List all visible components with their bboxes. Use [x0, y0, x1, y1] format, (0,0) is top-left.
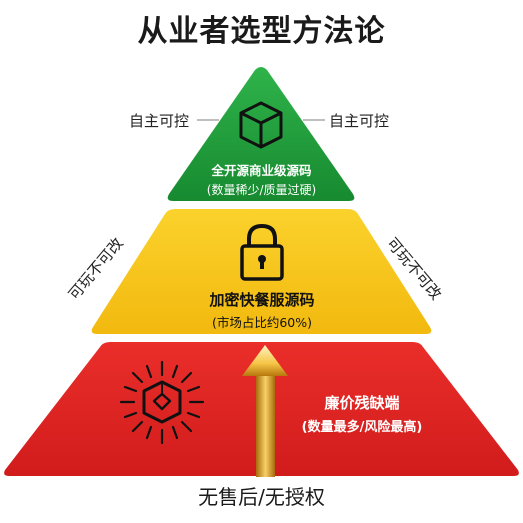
broken-cube-icon: [119, 360, 205, 445]
footer-label: 无售后/无授权: [198, 485, 325, 509]
tier-top-name: 全开源商业级源码: [211, 163, 312, 178]
tier-middle-note: (市场占比约60%): [211, 315, 313, 330]
tier-bottom-name: 廉价残缺端: [324, 394, 400, 412]
cube-icon: [239, 101, 283, 149]
tier-bottom-text: 廉价残缺端 (数量最多/风险最高): [287, 392, 437, 435]
top-left-label: 自主可控: [129, 112, 190, 130]
padlock-icon: [240, 223, 284, 281]
tier-middle-shape: [91, 209, 432, 334]
tier-middle-name: 加密快餐服源码: [209, 291, 315, 309]
tier-top-text: 全开源商业级源码 (数量稀少/质量过硬): [180, 160, 343, 198]
tier-bottom-note: (数量最多/风险最高): [301, 420, 423, 435]
top-right-label: 自主可控: [329, 112, 390, 130]
tier-top-note: (数量稀少/质量过硬): [206, 183, 317, 197]
tier-middle-text: 加密快餐服源码 (市场占比约60%): [181, 289, 343, 331]
up-arrow: [242, 345, 288, 477]
page-title: 从业者选型方法论: [137, 14, 386, 49]
